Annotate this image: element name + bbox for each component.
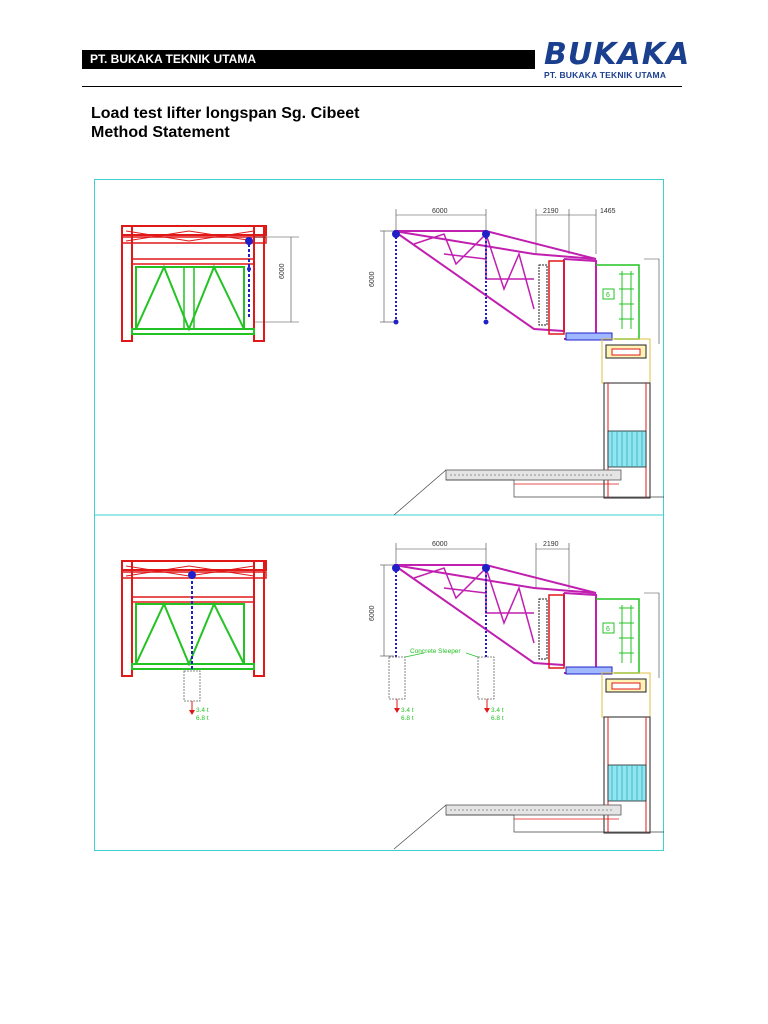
bottom-load-right-2: 6.8 t — [491, 715, 504, 722]
bottom-front-view: 3.4 t 6.8 t — [121, 560, 267, 722]
title-line-2: Method Statement — [91, 124, 230, 141]
logo-wordmark: BUKAKA — [544, 37, 691, 72]
bottom-side-view: 6000 2190 6000 6 — [369, 541, 664, 850]
bottom-load-left-1: 3.4 t — [401, 707, 414, 714]
bottom-dim-a: 2190 — [543, 541, 559, 548]
document-title: Load test lifter longspan Sg. Cibeet Met… — [91, 104, 359, 142]
concrete-sleeper-label: Concrete Sleeper — [410, 648, 461, 655]
bottom-dim-height-side: 6000 — [369, 605, 376, 621]
top-dim-height-side: 6000 — [369, 271, 376, 287]
top-dim-a: 2190 — [543, 208, 559, 215]
title-line-1: Load test lifter longspan Sg. Cibeet — [91, 105, 360, 122]
bottom-load-left-2: 6.8 t — [401, 715, 414, 722]
bottom-load-right-1: 3.4 t — [491, 707, 504, 714]
logo-subtitle: PT. BUKAKA TEKNIK UTAMA — [544, 70, 667, 80]
top-dim-span: 6000 — [432, 208, 448, 215]
company-banner: PT. BUKAKA TEKNIK UTAMA — [82, 50, 535, 69]
bukaka-logo: BUKAKA PT. BUKAKA TEKNIK UTAMA — [544, 37, 691, 81]
top-front-view: 6000 — [121, 225, 299, 342]
header-divider — [82, 86, 682, 87]
top-dim-b: 1465 — [600, 208, 616, 215]
top-panel: 6000 6000 2190 1465 6000 — [121, 208, 664, 516]
bottom-dim-span: 6000 — [432, 541, 448, 548]
bottom-load-front-1: 3.4 t — [196, 707, 209, 714]
drawing-svg: 6000 6000 2190 1465 6000 — [94, 179, 664, 851]
top-side-view: 6000 2190 1465 6000 6 — [369, 208, 664, 516]
top-tag: 6 — [606, 292, 610, 299]
bottom-panel: 3.4 t 6.8 t 6000 2190 6000 — [121, 541, 664, 850]
top-front-dim-height: 6000 — [279, 263, 286, 279]
bottom-tag: 6 — [606, 626, 610, 633]
bottom-load-front-2: 6.8 t — [196, 715, 209, 722]
engineering-drawing: 6000 6000 2190 1465 6000 — [94, 179, 664, 851]
